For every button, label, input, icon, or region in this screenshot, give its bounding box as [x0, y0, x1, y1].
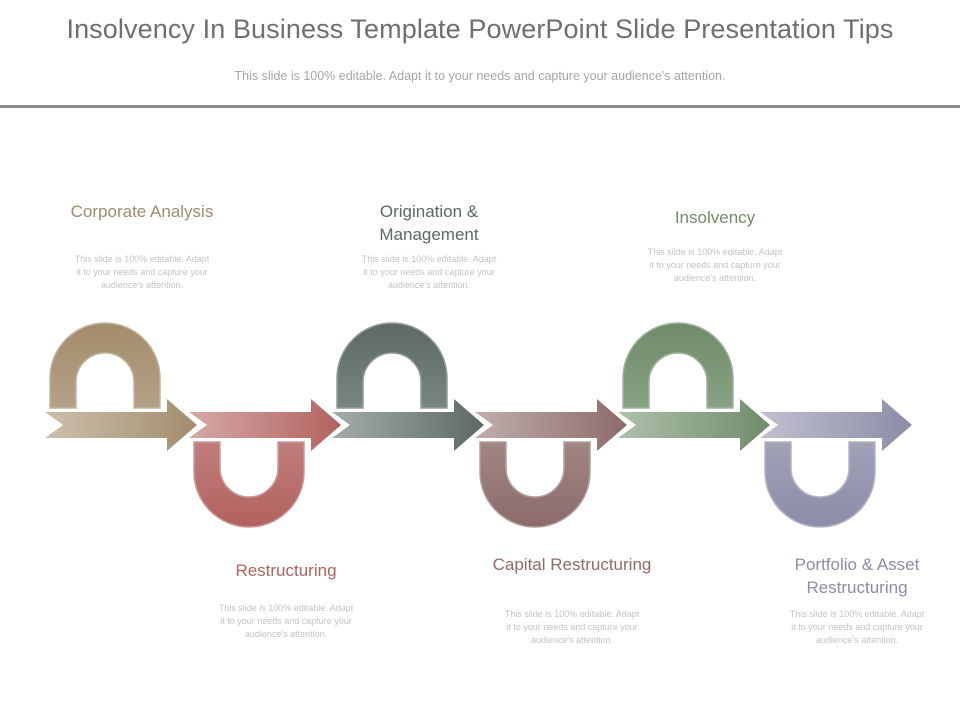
- step-arch-outline-04: [479, 441, 591, 528]
- step-number-01: 01: [96, 378, 115, 397]
- step-title-02: Restructuring: [235, 561, 337, 580]
- header-divider: [0, 105, 960, 108]
- step-number-04: 04: [526, 455, 545, 474]
- step-arch-02: [194, 442, 304, 527]
- step-description-04: This slide is 100% editable. Adapt it to…: [504, 609, 640, 645]
- step-title-03: Origination & Management: [379, 202, 479, 244]
- step-arch-outline-01: [49, 322, 161, 409]
- step-number-05: 05: [669, 378, 688, 397]
- step-arch-outline-06: [764, 441, 876, 528]
- step-arch-04: [480, 442, 590, 527]
- step-arrow-02: [189, 399, 341, 451]
- step-arch-03: [337, 323, 447, 408]
- step-arrow-04: [475, 399, 627, 451]
- slide-subtitle: This slide is 100% editable. Adapt it to…: [234, 69, 726, 83]
- step-arrow-06: [760, 399, 912, 451]
- step-title-01: Corporate Analysis: [70, 202, 214, 221]
- step-arrow-05: [618, 399, 770, 451]
- step-arch-outline-03: [336, 322, 448, 409]
- step-arrow-03: [332, 399, 484, 451]
- step-description-05: This slide is 100% editable. Adapt it to…: [647, 247, 783, 283]
- step-number-02: 02: [240, 455, 259, 474]
- step-arch-06: [765, 442, 875, 527]
- step-number-06: 06: [811, 455, 830, 474]
- step-arch-05: [623, 323, 733, 408]
- step-description-06: This slide is 100% editable. Adapt it to…: [789, 609, 925, 645]
- step-arrow-01: [45, 399, 197, 451]
- step-arch-01: [50, 323, 160, 408]
- slide-title: Insolvency In Business Template PowerPoi…: [66, 14, 894, 44]
- step-arch-outline-02: [193, 441, 305, 528]
- step-description-02: This slide is 100% editable. Adapt it to…: [218, 603, 354, 639]
- step-description-01: This slide is 100% editable. Adapt it to…: [74, 254, 210, 290]
- step-arch-outline-05: [622, 322, 734, 409]
- step-title-06: Portfolio & Asset Restructuring: [794, 555, 920, 597]
- step-title-05: Insolvency: [674, 208, 756, 227]
- step-title-04: Capital Restructuring: [492, 555, 652, 574]
- step-description-03: This slide is 100% editable. Adapt it to…: [361, 254, 497, 290]
- step-number-03: 03: [383, 378, 402, 397]
